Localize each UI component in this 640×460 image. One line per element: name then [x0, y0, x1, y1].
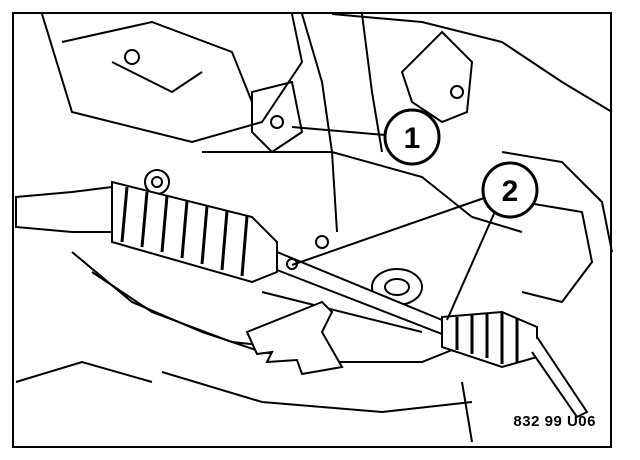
technical-illustration: 1 2	[15, 14, 613, 443]
illustration-frame: 1 2	[12, 12, 613, 448]
callout-2: 2	[481, 161, 539, 219]
steering-rack	[15, 180, 589, 419]
callout-2-label: 2	[502, 175, 519, 208]
vehicle-structure	[15, 14, 613, 443]
callout-1: 1	[383, 108, 441, 166]
direction-arrow	[245, 300, 344, 376]
figure-code: 832 99 U06	[513, 413, 596, 430]
leader-lines	[291, 126, 498, 321]
callout-1-label: 1	[404, 122, 421, 155]
